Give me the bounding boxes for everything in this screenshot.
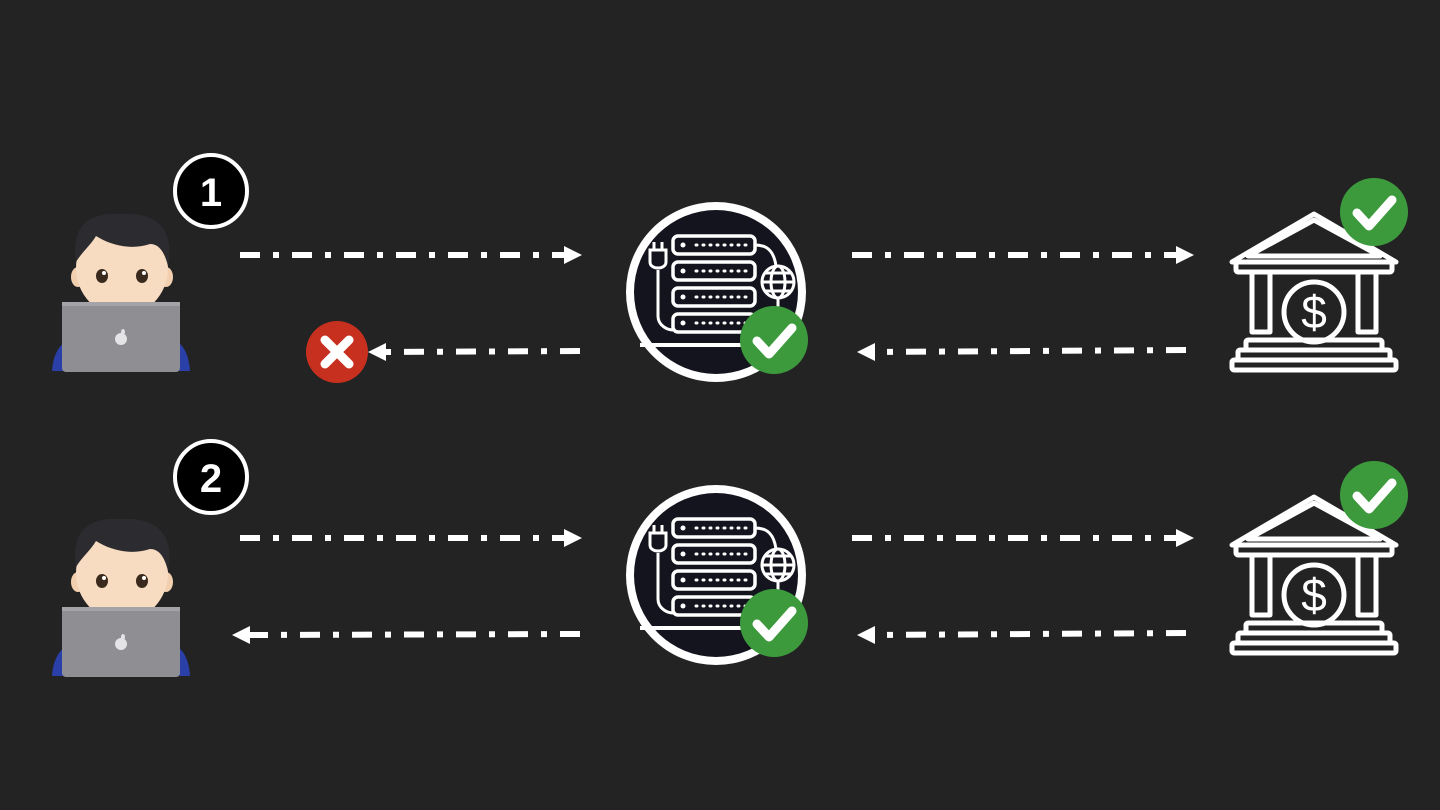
person-with-laptop-icon [52,213,190,372]
arrow-server-to-bank [852,529,1194,547]
step-circle [173,153,249,229]
arrow-server-to-client [368,343,581,361]
arrow-server-to-client [232,626,581,644]
bank-success-check-icon [1340,461,1408,529]
arrow-client-to-server [240,246,582,264]
step-circle [173,439,249,515]
flow-1: 1 [52,153,1408,383]
step-label-2: 2 [200,457,222,501]
arrow-bank-to-server [857,343,1187,361]
server-success-check-icon [740,589,808,657]
arrow-server-to-bank [852,246,1194,264]
person-with-laptop-icon [52,518,190,677]
flow-2: 2 [52,439,1408,677]
step-label-1: 1 [200,171,222,215]
arrow-client-to-server [240,529,582,547]
failure-cross-icon [306,321,368,383]
arrow-bank-to-server [857,626,1187,644]
step-badge-1: 1 [173,153,249,229]
bank-success-check-icon [1340,178,1408,246]
step-badge-2: 2 [173,439,249,515]
server-success-check-icon [740,306,808,374]
